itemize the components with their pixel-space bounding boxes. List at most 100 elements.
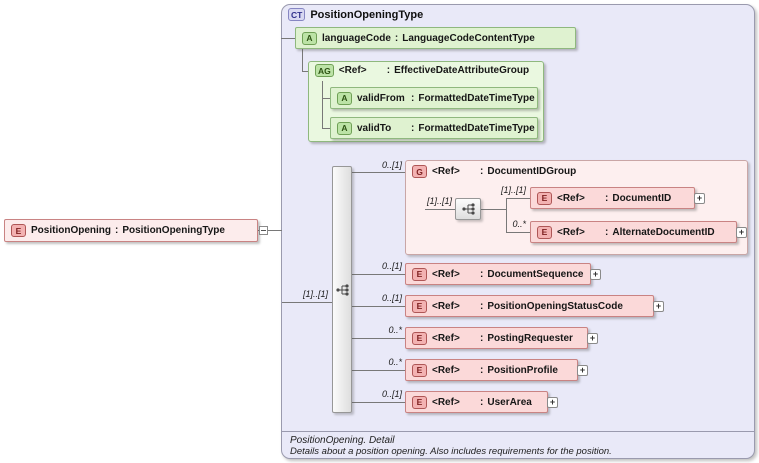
element-position-opening[interactable]: E PositionOpening : PositionOpeningType <box>4 219 258 242</box>
type-name: DocumentID <box>612 192 672 204</box>
expand-icon[interactable]: + <box>653 301 664 312</box>
sequence-compositor[interactable] <box>455 198 481 220</box>
connector-line <box>352 370 405 371</box>
expand-icon[interactable]: + <box>590 269 601 280</box>
type-separator: : <box>480 332 484 344</box>
type-separator: : <box>605 192 609 204</box>
type-separator: : <box>480 396 484 408</box>
connector-line <box>352 402 405 403</box>
ref-label: <Ref> <box>432 332 460 344</box>
footer-title: PositionOpening. Detail <box>290 435 395 446</box>
element-badge: E <box>537 191 552 205</box>
attribute-language-code[interactable]: A languageCode : LanguageCodeContentType <box>295 27 576 49</box>
element-document-sequence[interactable]: E <Ref> : DocumentSequence <box>405 263 591 285</box>
attribute-valid-from[interactable]: A validFrom : FormattedDateTimeType <box>330 87 538 109</box>
attribute-badge: A <box>337 121 352 135</box>
type-name: EffectiveDateAttributeGroup <box>394 65 530 76</box>
connector-line <box>302 49 303 71</box>
type-separator: : <box>411 122 415 134</box>
element-user-area[interactable]: E <Ref> : UserArea <box>405 391 548 413</box>
cardinality-label: 0..[1] <box>381 261 402 271</box>
footer-divider <box>282 431 754 432</box>
attribute-valid-to[interactable]: A validTo : FormattedDateTimeType <box>330 117 538 139</box>
type-name: DocumentSequence <box>487 268 584 280</box>
element-posting-requester[interactable]: E <Ref> : PostingRequester <box>405 327 588 349</box>
ref-label: <Ref> <box>432 166 460 177</box>
type-separator: : <box>480 268 484 280</box>
connector-line <box>352 172 405 173</box>
element-badge: E <box>537 225 552 239</box>
element-name: PositionOpening <box>31 225 111 236</box>
sequence-compositor[interactable] <box>332 166 352 413</box>
cardinality-label: [1]..[1] <box>500 185 526 195</box>
connector-line <box>352 338 405 339</box>
element-position-opening-status-code[interactable]: E <Ref> : PositionOpeningStatusCode <box>405 295 654 317</box>
type-name: UserArea <box>487 396 532 408</box>
type-separator: : <box>386 65 391 76</box>
expand-icon[interactable]: + <box>587 333 598 344</box>
connector-line <box>302 71 309 72</box>
expand-icon[interactable]: + <box>547 397 558 408</box>
ref-label: <Ref> <box>432 364 460 376</box>
cardinality-label: 0..[1] <box>381 293 402 303</box>
cardinality-label: 0..[1] <box>381 389 402 399</box>
type-name: PositionOpeningType <box>122 225 225 236</box>
type-name: PostingRequester <box>487 332 573 344</box>
type-separator: : <box>411 92 415 104</box>
ref-label: <Ref> <box>432 396 460 408</box>
element-badge: E <box>11 224 26 237</box>
element-document-id[interactable]: E <Ref> : DocumentID <box>530 187 695 209</box>
connector-line <box>506 198 530 199</box>
ref-label: <Ref> <box>557 226 585 238</box>
expand-icon[interactable]: + <box>736 227 747 238</box>
ref-label: <Ref> <box>338 65 367 76</box>
element-badge: E <box>412 267 427 281</box>
cardinality-label: [1]..[1] <box>302 289 328 299</box>
connector-line <box>506 198 507 233</box>
element-position-profile[interactable]: E <Ref> : PositionProfile <box>405 359 578 381</box>
connector-line <box>352 274 405 275</box>
cardinality-label: 0..* <box>388 357 402 367</box>
cardinality-label: [1]..[1] <box>426 196 452 206</box>
type-name: PositionProfile <box>487 364 558 376</box>
group-badge: G <box>412 165 427 178</box>
element-badge: E <box>412 299 427 313</box>
type-name: PositionOpeningStatusCode <box>487 300 623 312</box>
connector-line <box>425 209 455 210</box>
expand-icon[interactable]: + <box>694 193 705 204</box>
cardinality-label: 0..* <box>388 325 402 335</box>
element-alternate-document-id[interactable]: E <Ref> : AlternateDocumentID <box>530 221 737 243</box>
element-badge: E <box>412 363 427 377</box>
type-separator: : <box>480 364 484 376</box>
attribute-name: validTo <box>357 122 392 134</box>
element-badge: E <box>412 331 427 345</box>
connector-line <box>282 302 332 303</box>
connector-line <box>322 128 330 129</box>
connector-line <box>322 81 323 128</box>
cardinality-label: 0..* <box>512 219 526 229</box>
complex-type-title: PositionOpeningType <box>310 8 424 21</box>
attribute-group-header: AG <Ref> : EffectiveDateAttributeGroup <box>315 64 529 77</box>
group-header: G <Ref> : DocumentIDGroup <box>412 165 576 178</box>
type-separator: : <box>605 226 609 238</box>
sequence-icon <box>461 203 475 215</box>
expand-icon[interactable]: + <box>577 365 588 376</box>
attribute-group-badge: AG <box>315 64 334 77</box>
type-separator: : <box>480 300 484 312</box>
attribute-name: validFrom <box>357 92 405 104</box>
cardinality-label: 0..[1] <box>381 160 402 170</box>
type-separator: : <box>480 166 484 177</box>
type-name: AlternateDocumentID <box>612 226 715 238</box>
sequence-icon <box>335 283 349 296</box>
complex-type-badge: CT <box>288 8 306 21</box>
ref-label: <Ref> <box>432 300 460 312</box>
connector-line <box>322 98 330 99</box>
footer-description: Details about a position opening. Also i… <box>290 446 612 457</box>
attribute-badge: A <box>302 31 317 45</box>
collapse-handle-icon[interactable] <box>259 226 268 235</box>
element-badge: E <box>412 395 427 409</box>
ref-label: <Ref> <box>557 192 585 204</box>
connector-line <box>352 306 405 307</box>
type-name: FormattedDateTimeType <box>418 92 535 104</box>
